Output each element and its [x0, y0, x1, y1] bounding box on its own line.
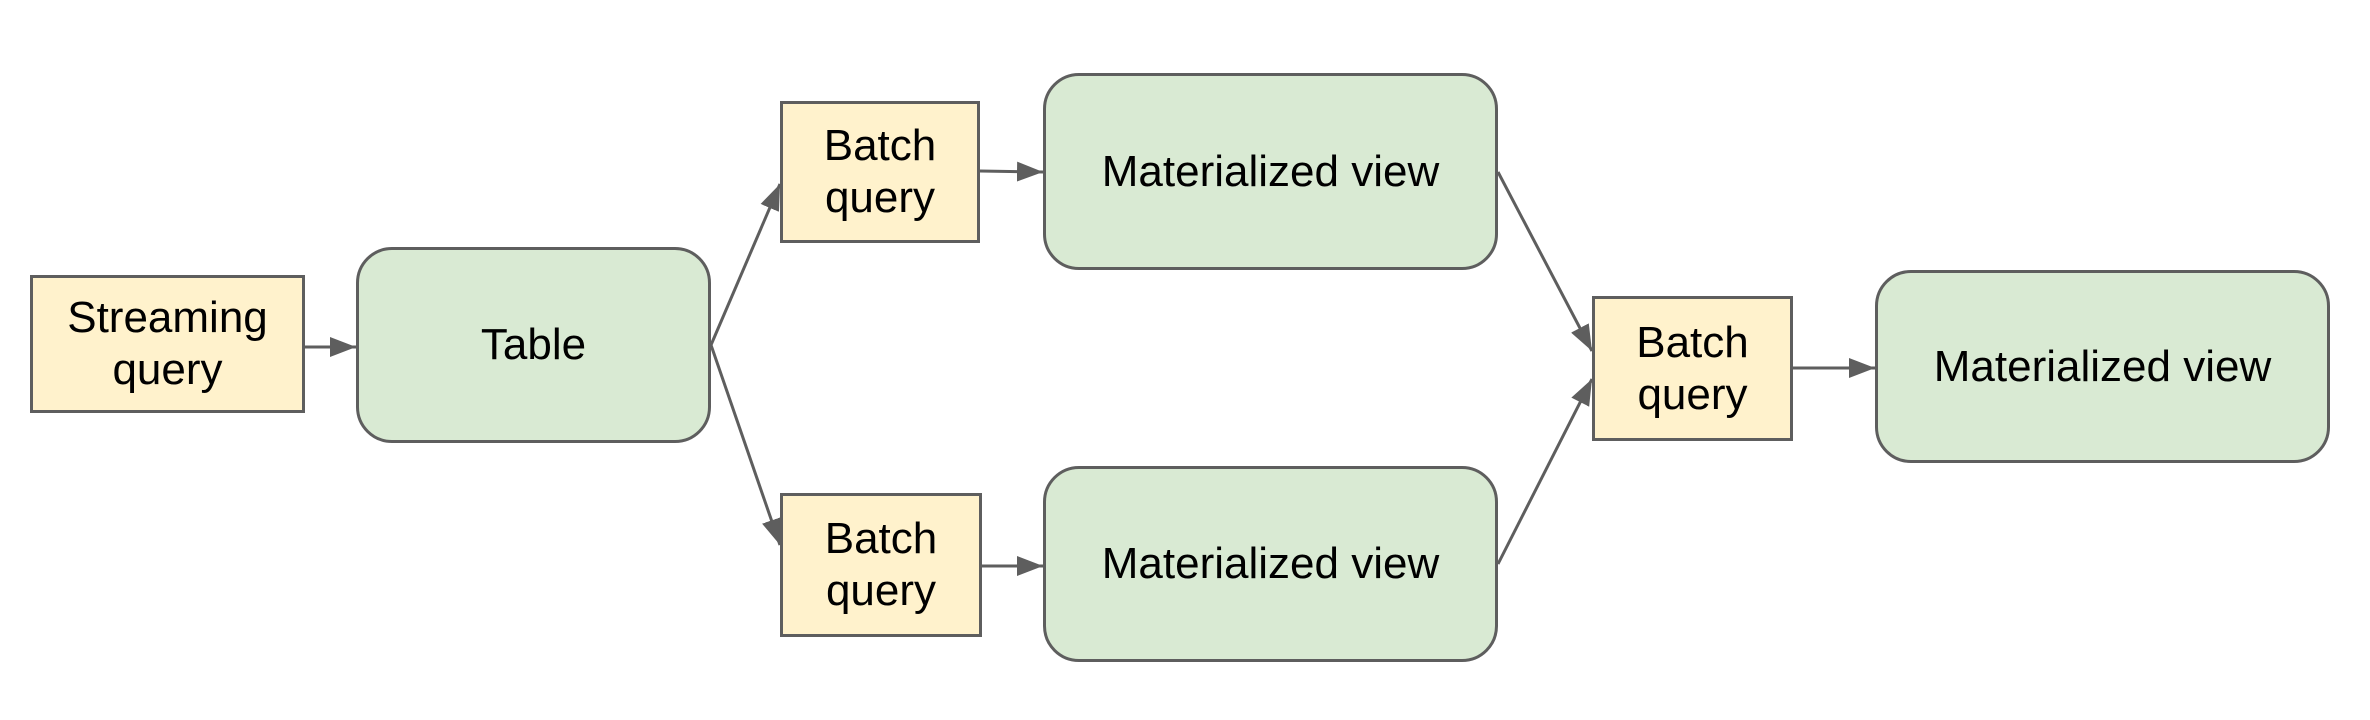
node-label: Materialized view — [1933, 341, 2272, 391]
edge-batch-query-top-to-materialized-view-top — [979, 161, 1044, 182]
edge-materialized-view-bottom-to-batch-query-right — [1496, 378, 1594, 565]
edge-table-to-batch-query-bottom — [709, 344, 782, 546]
node-materialized-view-bottom: Materialized view — [1043, 466, 1498, 662]
node-label: Streaming query — [67, 293, 268, 394]
node-materialized-view-top: Materialized view — [1043, 73, 1498, 270]
node-batch-query-right: Batch query — [1592, 296, 1793, 441]
node-batch-query-top: Batch query — [780, 101, 980, 243]
edge-table-to-batch-query-top — [709, 183, 782, 346]
node-table: Table — [356, 247, 711, 443]
node-streaming-query: Streaming query — [30, 275, 305, 413]
node-batch-query-bottom: Batch query — [780, 493, 982, 637]
node-label: Table — [480, 320, 587, 370]
edge-materialized-view-top-to-batch-query-right — [1496, 171, 1594, 352]
node-label: Materialized view — [1101, 539, 1440, 589]
node-label: Batch query — [823, 121, 937, 222]
node-label: Batch query — [824, 514, 938, 615]
node-label: Batch query — [1636, 317, 1749, 419]
node-materialized-view-right: Materialized view — [1875, 270, 2330, 463]
node-label: Materialized view — [1101, 146, 1440, 196]
